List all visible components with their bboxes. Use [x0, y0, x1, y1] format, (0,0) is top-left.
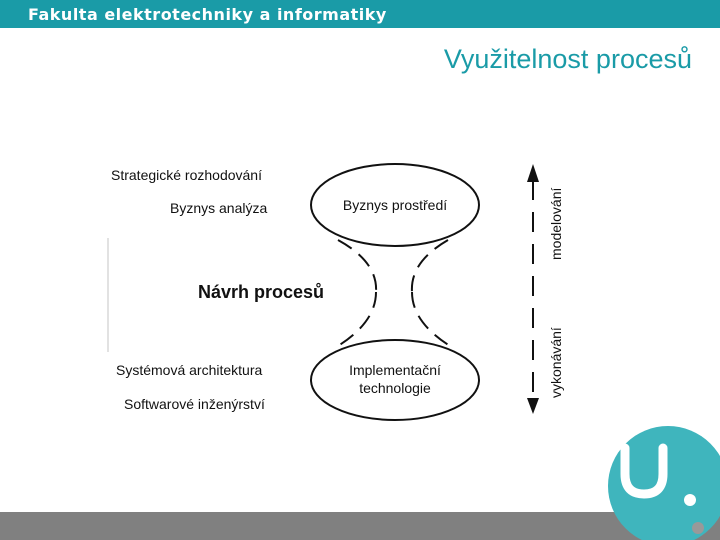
faculty-title: Fakulta elektrotechniky a informatiky	[28, 5, 387, 24]
arrow-up-label: modelování	[548, 188, 564, 260]
slide-title: Využitelnost procesů	[443, 44, 692, 74]
arrow-down-label: vykonávání	[548, 327, 564, 398]
hourglass-left-top	[337, 239, 378, 293]
label-process-design: Návrh procesů	[198, 282, 325, 302]
arrow-up-head	[527, 164, 539, 182]
ellipse-bottom-text-1: Implementační	[349, 362, 441, 378]
hourglass-right-bottom	[411, 291, 451, 347]
ellipse-implementation-technology	[310, 339, 480, 421]
header-bar: Fakulta elektrotechniky a informatiky	[0, 0, 720, 28]
ellipse-bottom-text-2: technologie	[359, 380, 431, 396]
hourglass-left-bottom	[337, 291, 377, 347]
ellipse-top-text: Byznys prostředí	[343, 197, 447, 213]
label-business-analysis: Byznys analýza	[170, 200, 268, 216]
hourglass-right-top	[410, 239, 449, 293]
label-system-architecture: Systémová architektura	[116, 362, 263, 378]
ellipse-business-environment	[310, 163, 480, 247]
label-strategic-decision: Strategické rozhodování	[111, 167, 262, 183]
footer-bar	[0, 512, 720, 540]
arrow-down-head	[527, 398, 539, 414]
label-software-engineering: Softwarové inženýrství	[124, 396, 265, 412]
